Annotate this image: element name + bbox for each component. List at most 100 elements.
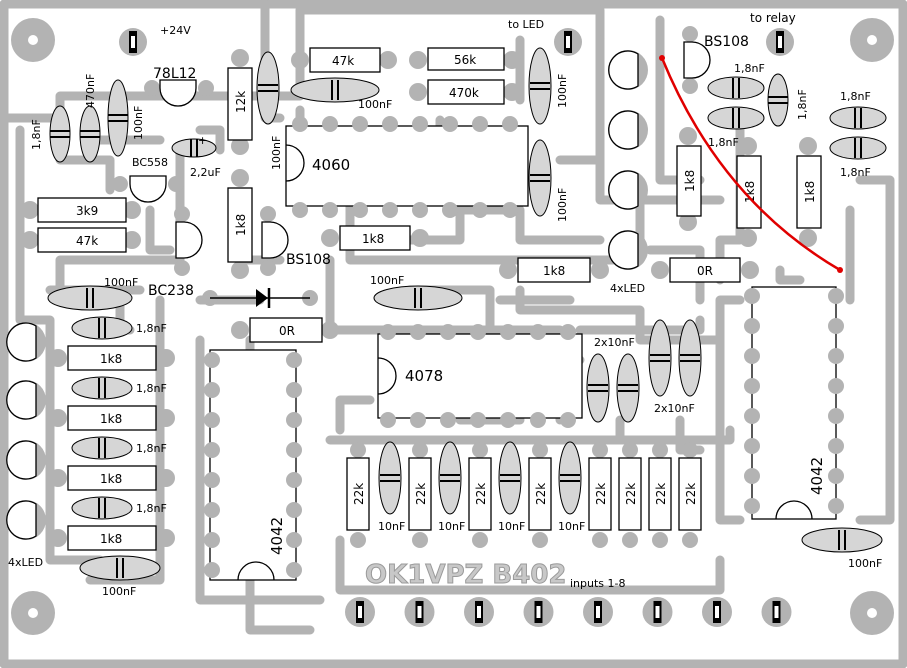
resistor-12k-label: 12k [234, 91, 248, 113]
resistor-22k-3-label: 22k [474, 483, 488, 505]
led-right-3 [608, 170, 648, 210]
led-left-3 [6, 440, 46, 480]
resistor-1k8-a-label: 1k8 [234, 214, 248, 236]
cap-10nf-3: 10nF [498, 441, 525, 533]
ic-4042-right: 4042 [751, 286, 837, 520]
cap-2u2-label: 2,2uF [190, 166, 221, 179]
input-connector-6 [642, 597, 673, 627]
input-connector-5 [583, 597, 613, 627]
mounting-holes [11, 18, 894, 635]
to-led-label: to LED [508, 18, 544, 31]
led-right-2 [608, 110, 648, 150]
resistor-22k-6: 22k [618, 442, 642, 548]
resistor-22k-6-label: 22k [624, 483, 638, 505]
capacitors: 1,8nF 470nF 100nF + 2,2uF 100nF 100nF 10… [30, 47, 887, 598]
cap-10nf-3-label: 10nF [498, 520, 525, 533]
cap-100nf-r2-label: 100nF [556, 188, 569, 222]
resistor-0r-left-label: 0R [279, 324, 295, 338]
regulator-78l12-label: 78L12 [153, 66, 196, 82]
cap-10nf-2-label: 10nF [438, 520, 465, 533]
ic-4042-right-label: 4042 [808, 457, 826, 495]
cap-2x10nf-a-label: 2x10nF [594, 336, 635, 349]
supply-label: +24V [160, 24, 191, 37]
resistor-22k-8-label: 22k [684, 483, 698, 505]
resistor-22k-7: 22k [648, 442, 672, 548]
cap-1n8-tr5-label: 1,8nF [840, 166, 871, 179]
resistor-22k-1: 22k [346, 442, 370, 548]
cap-1n8-l1-label: 1,8nF [136, 322, 167, 335]
resistor-3k9-label: 3k9 [76, 204, 98, 218]
cap-100nf-mid-label: 100nF [370, 274, 404, 287]
input-connector-3 [464, 597, 494, 627]
resistor-1k8-led3-label: 1k8 [100, 472, 122, 486]
resistor-22k-4: 22k [528, 442, 552, 548]
ic-4060-label: 4060 [312, 156, 350, 174]
led-left-2 [6, 380, 46, 420]
resistor-1k8-r2-label: 1k8 [743, 181, 757, 203]
led-group-right-label: 4xLED [610, 282, 645, 295]
cap-100nf-bot-label: 100nF [102, 585, 136, 598]
cap-100nf-r1-label: 100nF [556, 74, 569, 108]
resistor-22k-8: 22k [678, 442, 702, 548]
resistor-22k-5: 22k [588, 442, 612, 548]
resistor-22k-1-label: 22k [352, 483, 366, 505]
svg-text:+: + [198, 134, 207, 147]
led-resistors-left: 1k8 1k8 1k8 1k8 [49, 345, 175, 551]
resistor-1k8-r1-label: 1k8 [683, 170, 697, 192]
cap-1n8-l3-label: 1,8nF [136, 442, 167, 455]
cap-1n8-tr1-label: 1,8nF [734, 62, 765, 75]
cap-1n8-tl-label: 1,8nF [30, 119, 43, 150]
ic-4042-left-label: 4042 [268, 517, 286, 555]
transistors: 78L12 BC558 BC238 BS108 BS108 [112, 26, 749, 299]
resistor-0r-right-label: 0R [697, 264, 713, 278]
to-relay-label: to relay [750, 11, 796, 25]
resistor-47k-top-label: 47k [332, 54, 354, 68]
supply-connector [119, 28, 147, 56]
cap-470nf-label: 470nF [84, 74, 97, 108]
cap-100nf-br-label: 100nF [848, 557, 882, 570]
resistor-22k-2: 22k [408, 442, 432, 548]
cap-1n8-tr3-label: 1,8nF [796, 89, 809, 120]
cap-10nf-4-label: 10nF [558, 520, 585, 533]
resistor-1k8-led4-label: 1k8 [100, 532, 122, 546]
cap-1n8-l2-label: 1,8nF [136, 382, 167, 395]
cap-1n8-tr2-label: 1,8nF [708, 136, 739, 149]
resistor-1k8-r3-label: 1k8 [803, 181, 817, 203]
resistor-1k8-led2-label: 1k8 [100, 412, 122, 426]
led-group-right [608, 50, 648, 270]
input-connector-8 [761, 597, 792, 627]
transistor-bc238-label: BC238 [148, 283, 194, 299]
ic-pins [204, 116, 844, 578]
input-resistors-22k: 22k 22k 22k 22k 22k 22k 22k 22k [346, 442, 702, 548]
resistor-1k8-b-label: 1k8 [362, 232, 384, 246]
cap-10nf-4: 10nF [558, 441, 585, 533]
input-connector-2 [404, 597, 435, 627]
led-right-4 [608, 230, 648, 270]
resistor-22k-2-label: 22k [414, 483, 428, 505]
input-capacitors-10nf: 10nF 10nF 10nF 10nF [378, 441, 585, 533]
cap-100nf-left-label: 100nF [104, 276, 138, 289]
resistor-1k8-led1-label: 1k8 [100, 352, 122, 366]
led-group-left [6, 322, 46, 540]
jumper-wire [660, 57, 841, 272]
cap-2x10nf-b-label: 2x10nF [654, 402, 695, 415]
cap-10nf-2: 10nF [438, 441, 465, 533]
led-left-4 [6, 500, 46, 540]
resistor-22k-7-label: 22k [654, 483, 668, 505]
diode [202, 288, 318, 308]
input-connectors [345, 597, 792, 627]
cap-1n8-l4-label: 1,8nF [136, 502, 167, 515]
board-signature: OK1VPZ B402 [365, 560, 567, 590]
input-connector-1 [345, 597, 375, 627]
resistor-56k-label: 56k [454, 53, 476, 67]
ic-4078-label: 4078 [405, 367, 443, 385]
inputs-label: inputs 1-8 [570, 577, 626, 590]
resistor-470k-label: 470k [449, 86, 479, 100]
to-relay-connector [766, 28, 794, 56]
resistor-47k-left-label: 47k [76, 234, 98, 248]
input-connector-7 [702, 597, 732, 627]
cap-100nf-tl-label: 100nF [132, 106, 145, 140]
cap-10nf-1-label: 10nF [378, 520, 405, 533]
to-led-connector [554, 28, 582, 56]
transistor-bs108-left-label: BS108 [286, 252, 331, 268]
